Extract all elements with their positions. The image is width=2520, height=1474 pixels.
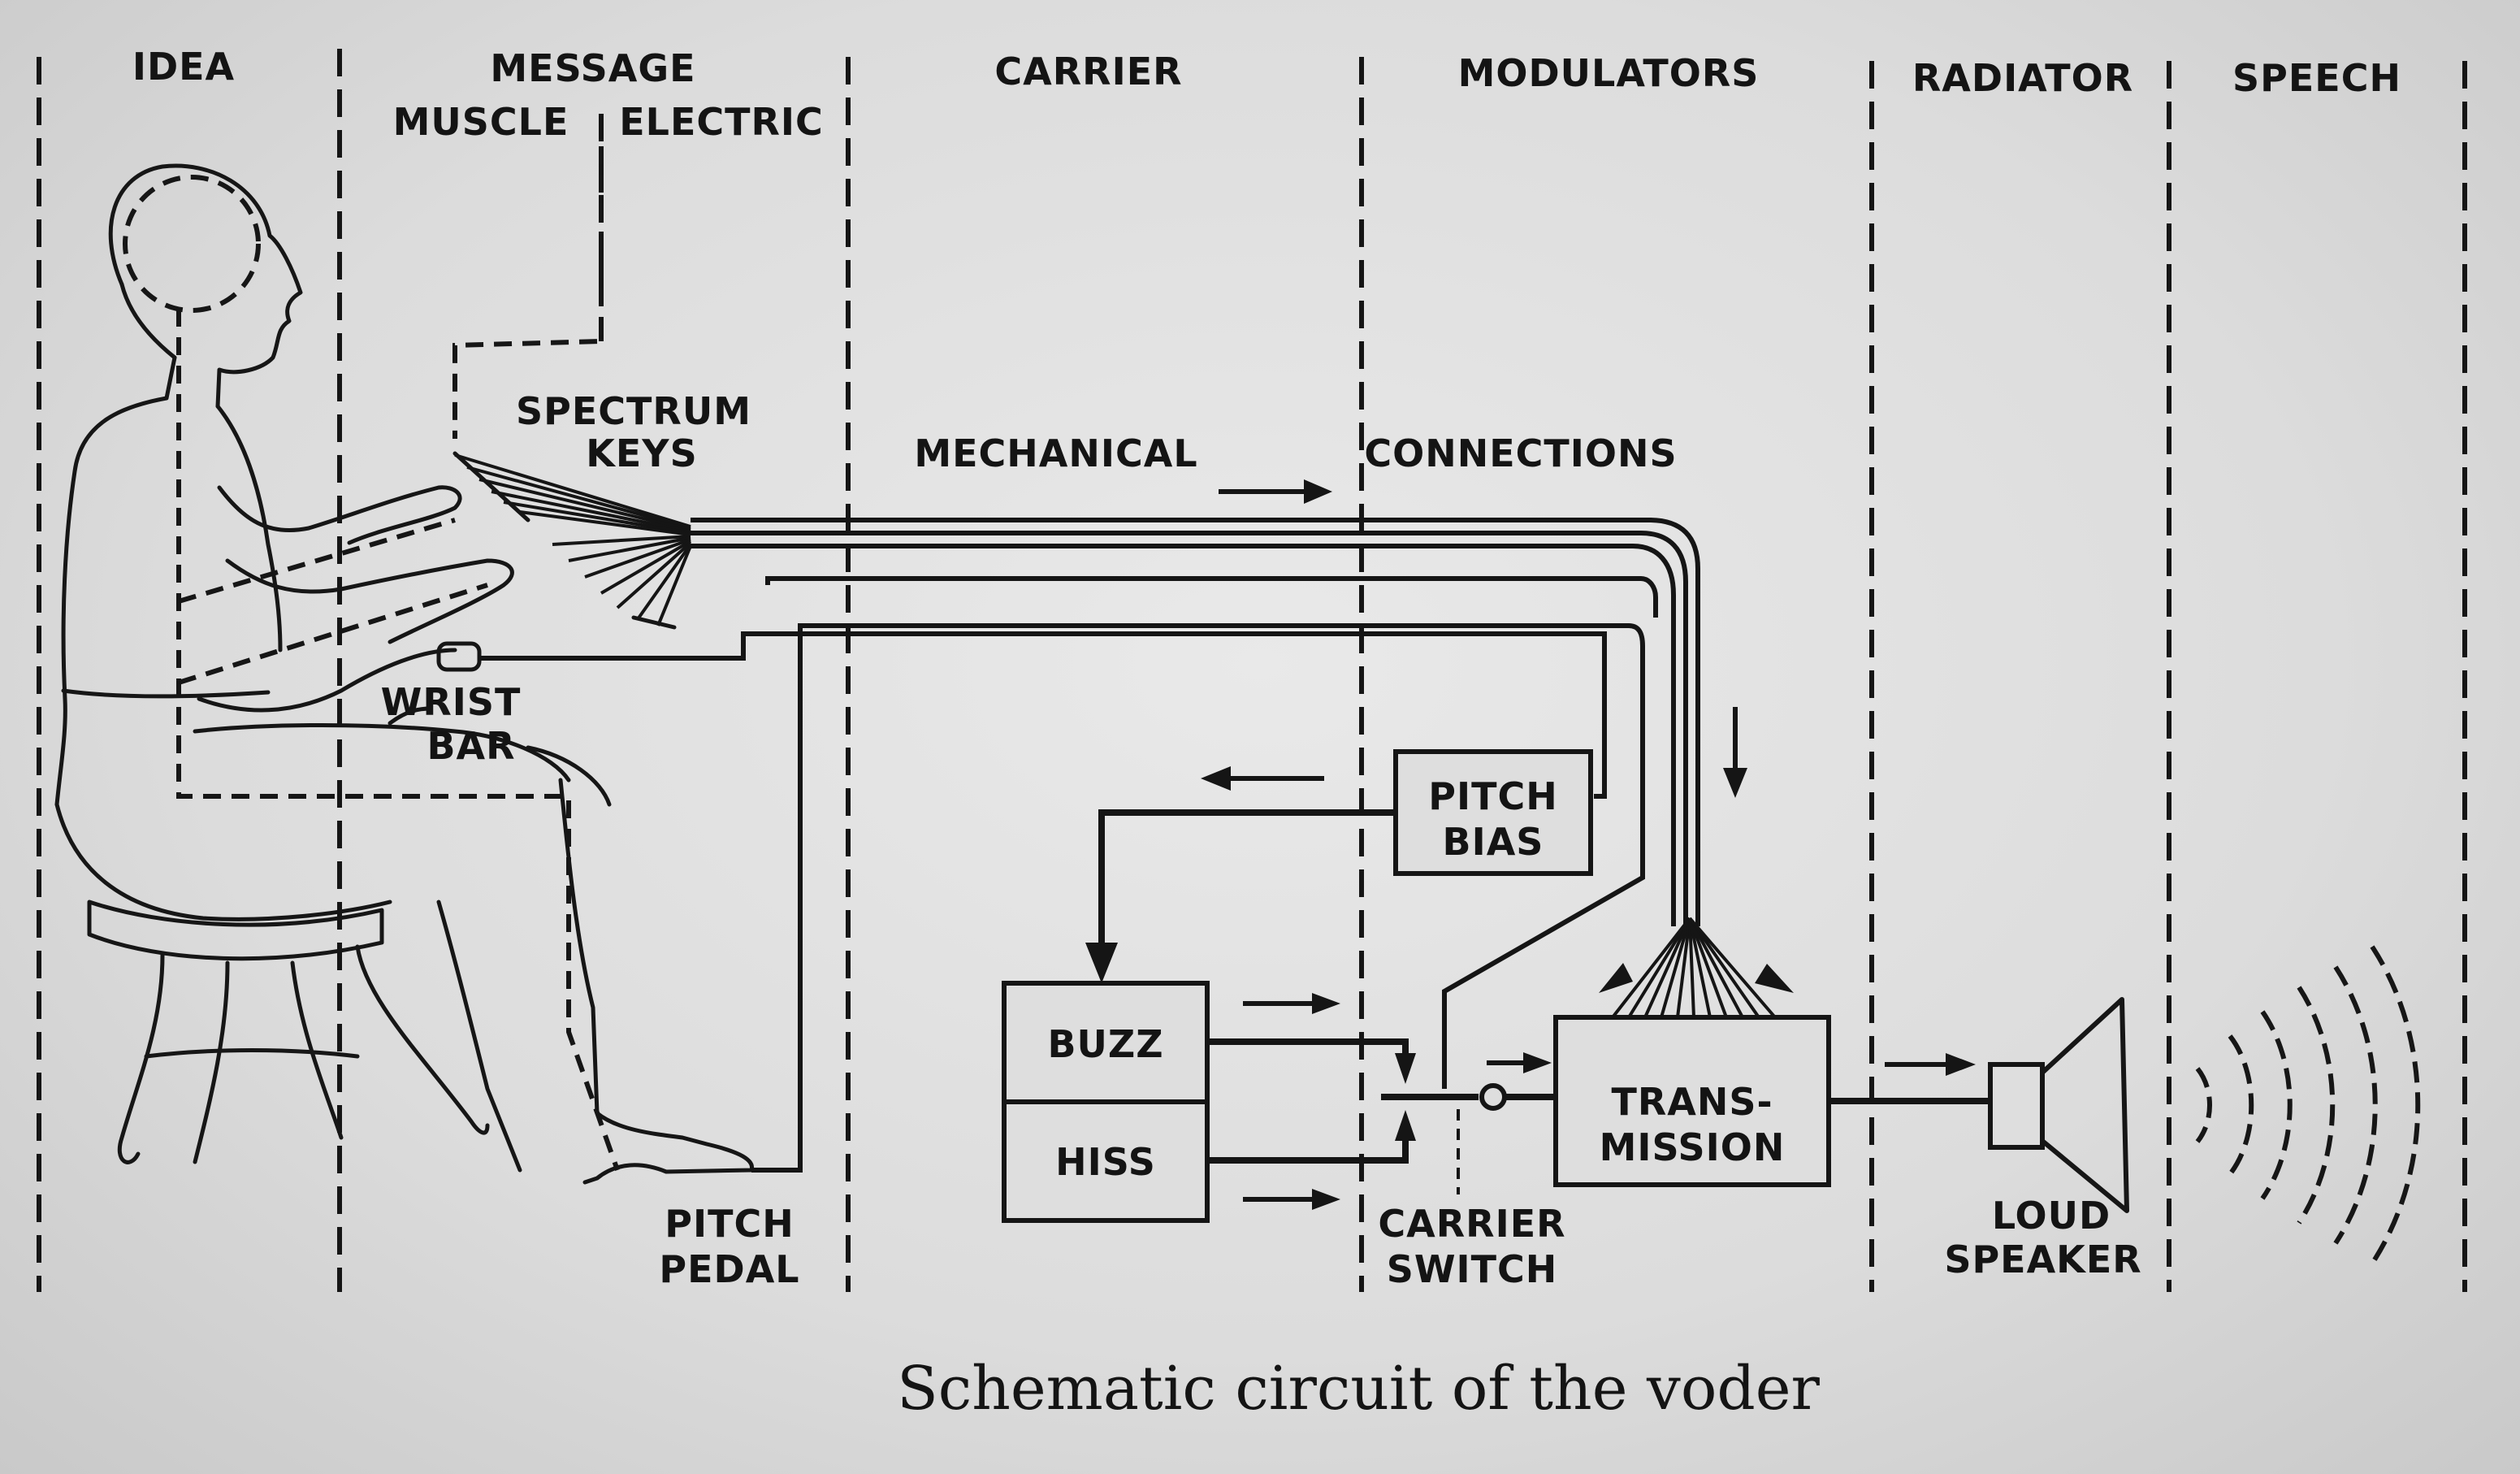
label-pitch-bias-2: BIAS	[1443, 820, 1544, 864]
torso-front	[215, 404, 283, 652]
operator-figure	[54, 146, 754, 1185]
label-buzz: BUZZ	[1047, 1022, 1163, 1066]
mechanical-arrow	[1219, 479, 1332, 504]
brain-dashed-circle	[123, 175, 261, 313]
skirt-hem	[54, 802, 392, 921]
wrist-bar-linkage	[479, 631, 1607, 799]
speaker-flow-arrow	[1885, 1053, 1976, 1076]
label-pitch-bias-1: PITCH	[1428, 774, 1557, 818]
stool-leg-3	[290, 960, 344, 1140]
label-pitch-pedal-2: PEDAL	[659, 1247, 799, 1291]
stool-rung	[144, 1048, 360, 1059]
hiss-flow-arrow	[1243, 1189, 1340, 1210]
label-carrier-switch-1: CARRIER	[1378, 1202, 1565, 1246]
torso-back	[54, 355, 177, 807]
nerve-path-to-foot	[176, 309, 620, 1171]
label-mechanical: MECHANICAL	[914, 431, 1197, 475]
label-pitch-pedal-1: PITCH	[665, 1202, 794, 1246]
loud-speaker-icon	[1988, 997, 2129, 1213]
hair-back	[119, 282, 177, 360]
pitch-bias-to-buzz	[1085, 809, 1396, 983]
transmission-box	[1553, 1015, 1831, 1187]
carrier-switch	[1381, 1083, 1556, 1194]
buzz-output	[1207, 1038, 1416, 1084]
arm-upper	[217, 485, 462, 545]
nerve-path-to-hand-upper	[178, 518, 456, 604]
column-headers: IDEA MESSAGE MUSCLE ELECTRIC CARRIER MOD…	[132, 45, 2401, 144]
label-carrier-switch-2: SWITCH	[1387, 1247, 1558, 1291]
thigh-top	[193, 723, 571, 783]
pitch-bias-left-arrow	[1201, 766, 1324, 791]
label-transmission-2: MISSION	[1600, 1125, 1786, 1169]
spectrum-keys	[452, 451, 692, 630]
hiss-box	[1002, 1099, 1210, 1223]
stool-leg-1	[117, 952, 165, 1164]
buzz-flow-arrow	[1243, 993, 1340, 1014]
arm-lower	[225, 558, 514, 644]
header-modulators: MODULATORS	[1458, 51, 1760, 95]
label-connections: CONNECTIONS	[1364, 431, 1677, 475]
header-speech: SPEECH	[2232, 56, 2401, 100]
header-muscle: MUSCLE	[393, 100, 569, 144]
wrist-bar-leader-2	[526, 745, 612, 807]
label-spectrum: SPECTRUM	[516, 389, 751, 433]
head-outline	[108, 163, 303, 409]
header-radiator: RADIATOR	[1912, 56, 2133, 100]
hiss-output	[1207, 1110, 1416, 1164]
transmission-input-fan	[1599, 917, 1794, 1019]
label-hiss: HISS	[1055, 1140, 1156, 1184]
nerve-path-to-hand-lower	[178, 583, 488, 685]
wrist-bar-leader	[388, 706, 433, 726]
mechanical-linkage-bundle	[691, 518, 1700, 926]
linkage-down-arrow	[1723, 707, 1747, 798]
label-bar: BAR	[426, 724, 515, 768]
belt-line	[61, 688, 271, 699]
header-idea: IDEA	[132, 45, 235, 89]
stool-leg-2	[193, 960, 230, 1164]
sound-waves-icon	[2195, 945, 2421, 1265]
stool-seat	[87, 900, 384, 961]
figure-caption: Schematic circuit of the voder	[897, 1354, 1820, 1424]
label-keys: KEYS	[586, 431, 698, 475]
leg-back	[436, 900, 522, 1173]
nerve-path-to-keys	[452, 146, 604, 439]
switch-to-transmission-arrow	[1487, 1052, 1552, 1073]
header-message: MESSAGE	[490, 46, 695, 90]
label-loud-speaker-2: SPEAKER	[1944, 1238, 2141, 1281]
column-dividers	[37, 49, 2467, 1292]
leg-front-and-shoe	[558, 778, 754, 1185]
header-carrier: CARRIER	[994, 50, 1182, 93]
buzz-box	[1002, 981, 1210, 1104]
label-transmission-1: TRANS-	[1611, 1080, 1773, 1124]
forearm-to-wristbar	[197, 648, 457, 713]
keys-edge	[452, 451, 677, 630]
header-electric: ELECTRIC	[619, 100, 824, 144]
stool-leg-4	[355, 944, 490, 1135]
label-loud-speaker-1: LOUD	[1992, 1194, 2111, 1238]
wrist-bar	[436, 641, 482, 672]
pitch-pedal-linkage	[751, 576, 1658, 1173]
